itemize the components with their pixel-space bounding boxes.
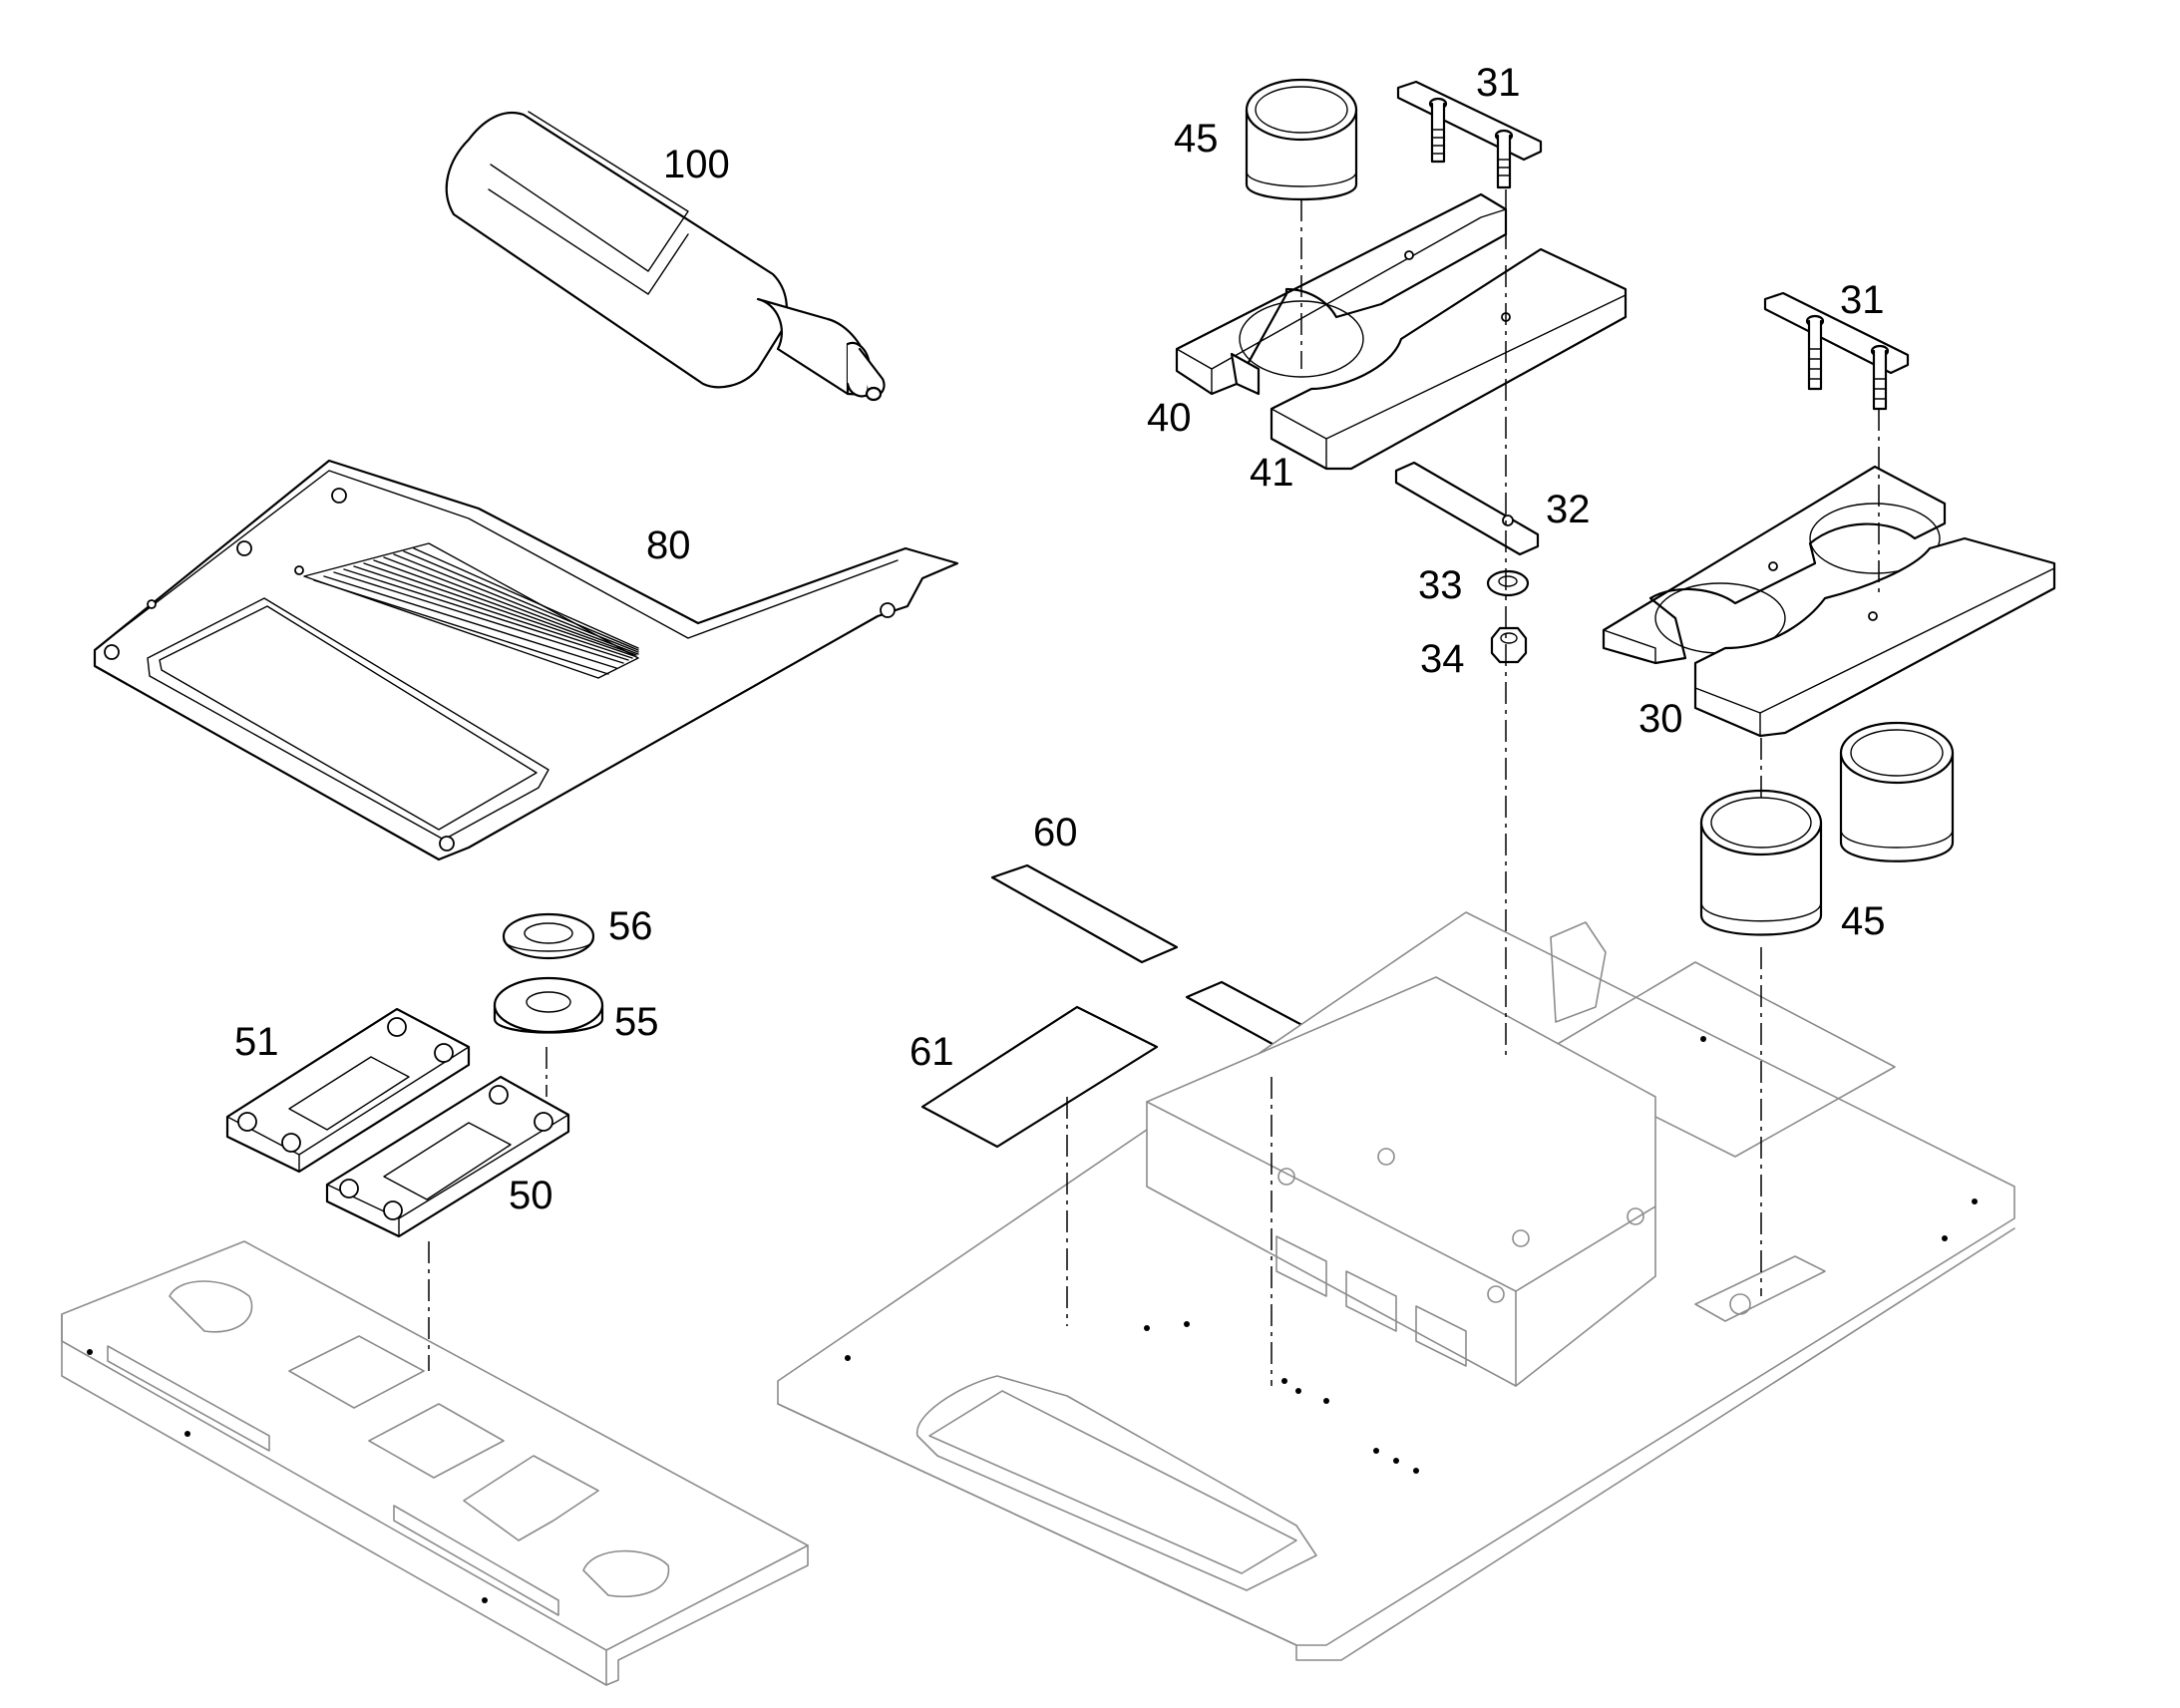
label-31-right: 31 [1840,278,1885,322]
label-51: 51 [234,1020,279,1064]
label-40: 40 [1147,396,1192,440]
label-34: 34 [1420,637,1465,681]
label-45-right: 45 [1841,899,1886,943]
center-lines [428,189,1880,1386]
label-56: 56 [608,904,653,948]
double-clamp-30 [1602,465,2056,738]
lower-left-chassis [61,1240,809,1686]
sticker-61 [920,1005,1159,1149]
grease-bottle [445,111,886,402]
gasket-51 [225,1007,471,1174]
label-50: 50 [509,1174,553,1217]
hatched-area [303,542,639,679]
clamp-plate-41 [1270,247,1628,471]
label-32: 32 [1546,488,1591,531]
nut-34 [1490,626,1528,664]
label-33: 33 [1418,563,1463,607]
sticker-60 [990,863,1179,964]
washer-55 [493,976,604,1034]
bushing-right-front [1699,789,1823,936]
label-30: 30 [1638,697,1683,741]
strip-32 [1394,461,1540,556]
heat-shield-plate [93,459,959,861]
bushing-right-rear [1839,721,1955,862]
clamp-plate-40 [1175,192,1508,396]
washer-56 [502,912,595,960]
label-100: 100 [663,143,730,186]
control-box [1146,976,1656,1387]
washer-33 [1486,569,1530,597]
label-60: 60 [1033,811,1078,854]
label-80: 80 [646,523,691,567]
bushing-top [1245,78,1358,201]
label-45-top: 45 [1174,117,1219,161]
label-61: 61 [909,1030,954,1074]
label-41: 41 [1250,451,1294,495]
part-labels: 100 80 45 31 40 41 32 33 34 31 30 45 60 … [234,61,1886,1217]
bolt-bar-top [1396,80,1543,189]
bolt-bar-right [1763,291,1910,411]
gasket-50 [325,1075,570,1238]
label-55: 55 [614,1000,659,1044]
label-31-top: 31 [1476,61,1521,105]
